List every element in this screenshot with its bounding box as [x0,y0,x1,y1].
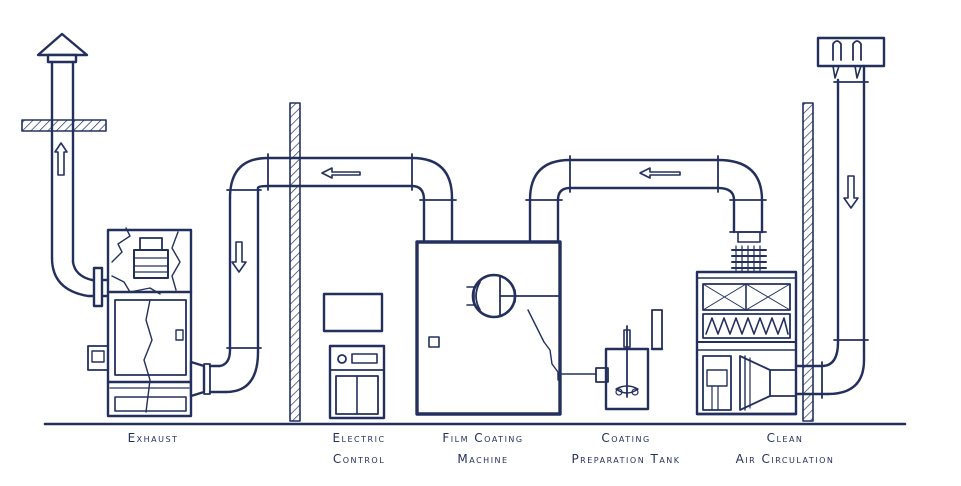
exhaust-stack [36,32,110,308]
arrow-up-icon [54,142,68,176]
electric-control-cabinet [322,292,386,420]
duct-exhaust-return [189,153,457,398]
label-electric-control-line2: Control [333,452,385,466]
exhaust-unit [87,227,193,418]
label-coating-prep-line1: Coating [601,431,650,445]
arrow-down-icon [231,241,247,273]
label-electric-control-line1: Electric [332,431,385,445]
labels: Exhaust Electric Control Film Coating Ma… [128,431,835,466]
wall-right [802,102,814,422]
label-clean-air-line2: Air Circulation [736,452,835,466]
coating-preparation-tank [595,309,664,411]
duct-clean-supply [525,155,767,243]
clean-air-intake-duct [794,36,886,399]
film-coating-machine [415,240,597,416]
label-film-coating-line2: Machine [457,452,508,466]
label-exhaust: Exhaust [128,431,179,445]
arrow-left-icon [639,167,681,179]
label-film-coating-line1: Film Coating [442,431,523,445]
clean-air-unit [695,245,798,416]
arrow-left-icon [321,167,361,179]
label-coating-prep-line2: Preparation Tank [571,452,680,466]
label-clean-air-line1: Clean [767,431,804,445]
roof-wall-hatch [21,119,107,132]
wall-left [289,102,301,422]
arrow-down-icon [843,175,859,209]
